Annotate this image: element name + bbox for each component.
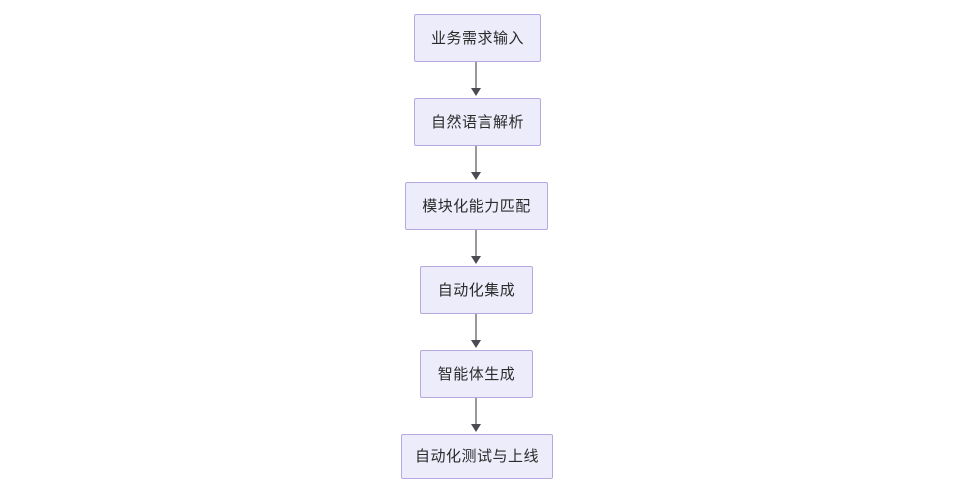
edge-connector (475, 62, 477, 90)
edge-arrowhead-icon (471, 424, 481, 432)
edge-connector (475, 230, 477, 258)
edge-arrowhead-icon (471, 340, 481, 348)
flow-node-automated-integration[interactable]: 自动化集成 (420, 266, 533, 314)
edge-arrowhead-icon (471, 256, 481, 264)
edge-connector (475, 146, 477, 174)
flow-node-agent-generation[interactable]: 智能体生成 (420, 350, 533, 398)
edge-arrowhead-icon (471, 172, 481, 180)
flow-node-modular-capability-matching[interactable]: 模块化能力匹配 (405, 182, 548, 230)
flow-node-natural-language-parsing[interactable]: 自然语言解析 (414, 98, 541, 146)
flow-node-label: 业务需求输入 (430, 29, 524, 47)
edge-arrowhead-icon (471, 88, 481, 96)
edge-connector (475, 398, 477, 426)
flow-node-business-requirement-input[interactable]: 业务需求输入 (414, 14, 541, 62)
edge-connector (475, 314, 477, 342)
flow-node-automated-testing-and-launch[interactable]: 自动化测试与上线 (401, 434, 553, 479)
flow-node-label: 智能体生成 (437, 365, 516, 383)
flow-node-label: 自动化测试与上线 (414, 448, 539, 465)
flow-node-label: 自动化集成 (437, 281, 516, 299)
flow-node-label: 模块化能力匹配 (422, 197, 531, 215)
flow-node-label: 自然语言解析 (430, 113, 524, 131)
